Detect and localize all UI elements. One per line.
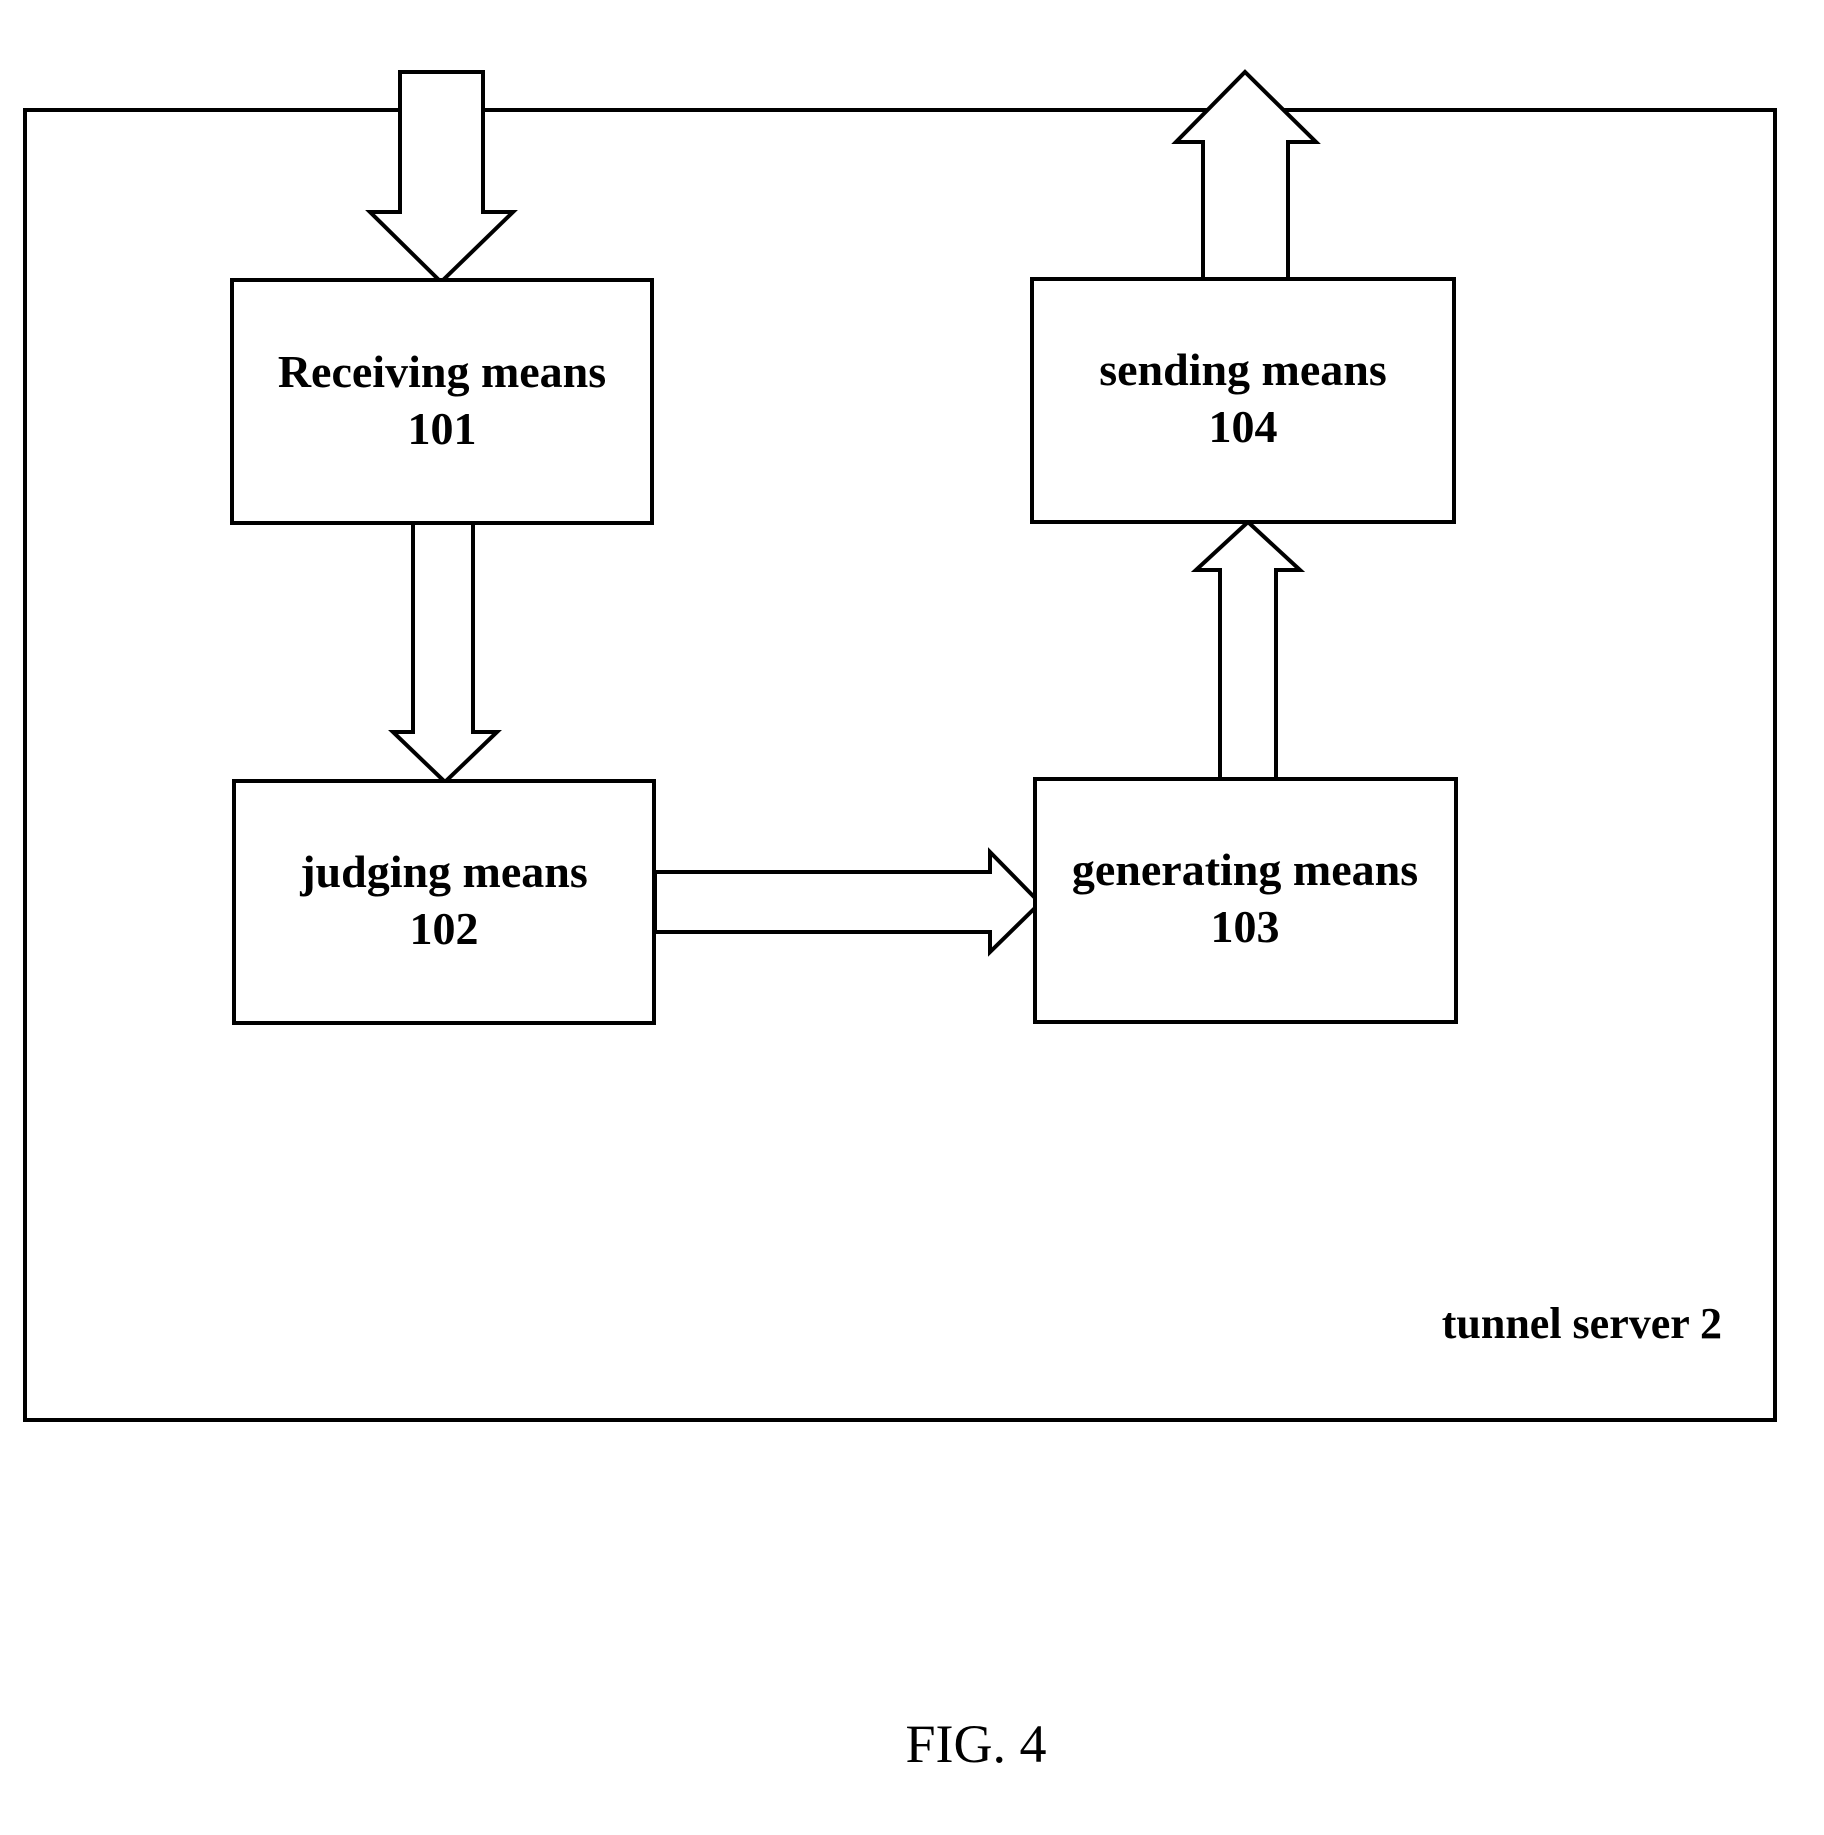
block-judging-name: judging means (299, 846, 588, 897)
block-receiving-means: Receiving means 101 (232, 280, 652, 523)
arrow-generating-to-sending (1196, 522, 1300, 780)
block-receiving-number: 101 (408, 403, 477, 454)
block-receiving-box (232, 280, 652, 523)
block-judging-box (234, 781, 654, 1023)
block-generating-means: generating means 103 (1035, 779, 1456, 1022)
block-generating-number: 103 (1211, 901, 1280, 952)
block-judging-number: 102 (410, 903, 479, 954)
block-sending-name: sending means (1099, 344, 1387, 395)
block-judging-means: judging means 102 (234, 781, 654, 1023)
outgoing-arrow (1176, 72, 1316, 280)
block-generating-name: generating means (1072, 844, 1418, 895)
arrow-judging-to-generating (655, 852, 1040, 952)
arrow-receiving-to-judging (393, 522, 497, 782)
block-sending-number: 104 (1209, 401, 1278, 452)
figure-caption: FIG. 4 (905, 1714, 1046, 1774)
block-receiving-name: Receiving means (278, 346, 606, 397)
block-sending-means: sending means 104 (1032, 279, 1454, 522)
container-label: tunnel server 2 (1442, 1299, 1722, 1348)
incoming-arrow (370, 72, 513, 282)
